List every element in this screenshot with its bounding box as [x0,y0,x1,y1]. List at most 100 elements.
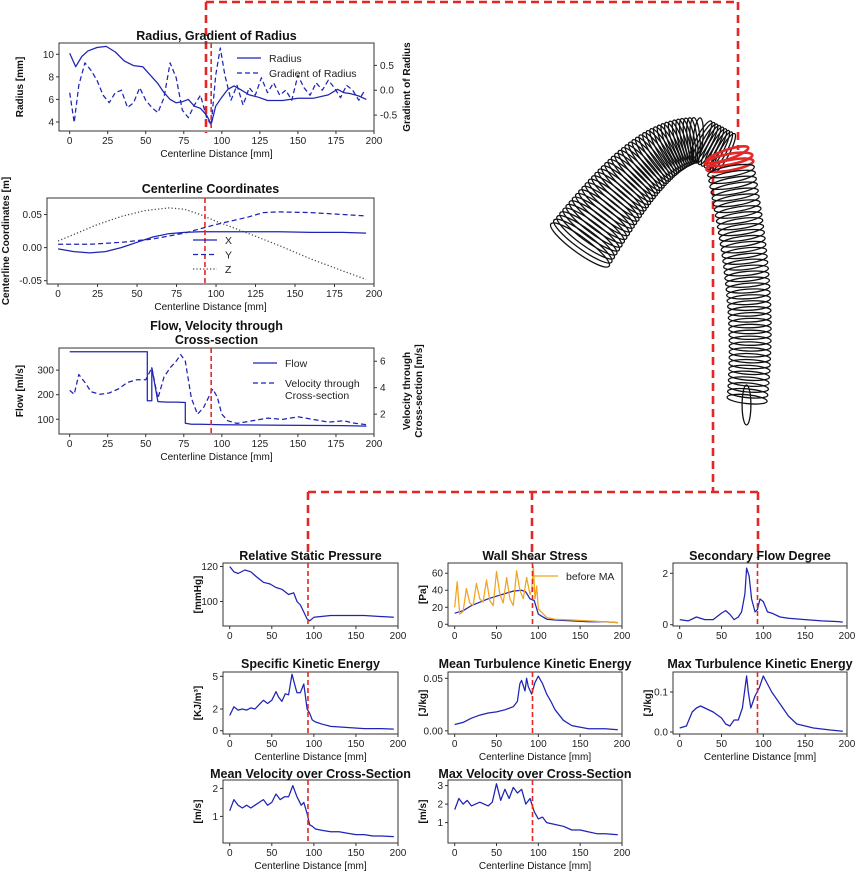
vessel-ring [594,171,645,215]
vessel-ring [552,218,613,264]
x-axis-label: Centerline Distance [mm] [479,861,591,871]
x-tick-label: 100 [530,848,547,859]
vessel-ring [627,141,667,187]
series-line [69,45,367,125]
series-line [69,47,366,126]
x-tick-label: 50 [131,289,143,300]
x-tick-label: 150 [348,631,365,642]
vessel-ring [549,222,611,268]
x-tick-label: 200 [366,289,383,300]
x-tick-label: 75 [171,289,183,300]
vessel-ring [597,168,647,212]
vessel-ring [610,155,656,200]
vessel-ring [624,144,665,189]
vessel-ring [718,228,766,242]
y-axis-label: [mmHg] [193,576,204,614]
x-tick-label: 0 [67,439,73,450]
y-tick-label: 40 [432,586,444,597]
y-tick-label: 2 [437,800,443,811]
plot-frame [447,779,623,844]
series-line [454,589,618,624]
series-line [454,565,618,624]
plot-frame [46,197,375,285]
x-tick-label: 50 [716,739,728,750]
x-axis-label: Centerline Distance [mm] [154,302,266,313]
vessel-ring [724,276,771,288]
x-tick-label: 200 [614,848,631,859]
y-tick-label: 8 [48,72,54,83]
x-tick-label: 50 [266,739,278,750]
y-axis-label: Centerline Coordinates [m] [1,177,12,305]
vessel-ring [712,193,760,208]
x-axis-label: Centerline Distance [mm] [704,752,816,763]
x-tick-label: 125 [252,136,269,147]
vessel-ring [728,335,772,346]
vessel-ring [587,178,640,222]
series-line [679,567,843,623]
vessel-ring [578,189,633,233]
vessel-ring [565,203,623,248]
vessel-ring [722,258,769,271]
x-tick-label: 150 [348,848,365,859]
vessel-ring [707,163,755,179]
vessel-ring [568,200,626,244]
vessel-ring [642,132,676,178]
x-tick-label: 100 [213,136,230,147]
y-tick-label: 1 [437,818,443,829]
vessel-ring [620,146,663,192]
x-axis-label: Centerline Distance [mm] [254,861,366,871]
vessel-ring [726,393,768,405]
x-tick-label: 50 [491,631,503,642]
y-tick-label: 0 [662,620,668,631]
y-tick-label: -0.05 [19,276,42,287]
x-tick-label: 150 [290,439,307,450]
x-tick-label: 200 [614,631,631,642]
x-tick-label: 25 [92,289,104,300]
vessel-ring [741,384,752,426]
y-tick-label: 2 [662,569,668,580]
y-axis-label: [m/s] [193,800,204,824]
x-tick-label: 0 [55,289,61,300]
y-axis-label: [m/s] [418,800,429,824]
y-tick-label: 3 [437,781,443,792]
y-tick-label: 0.0 [654,728,668,739]
series-line [57,207,367,280]
series-line [454,675,618,731]
x-tick-label: 150 [572,739,589,750]
vessel-ring [678,117,695,166]
vessel-ring [726,294,772,306]
chart-title: Flow, Velocity through [150,319,283,333]
y-tick-label: 5 [212,672,218,683]
vessel-ring [728,358,771,370]
y-axis-label: [Pa] [418,585,429,604]
series-line [679,675,843,732]
series-line [229,673,394,730]
y2-tick-label: 0.0 [380,86,394,97]
y-tick-label: 0.05 [23,210,43,221]
vessel-ring [727,382,770,393]
x-tick-label: 0 [452,631,458,642]
marker-ring [703,151,754,168]
x-tick-label: 125 [247,289,264,300]
y-axis-label: Radius [mm] [15,57,26,118]
vessel-ring [631,139,670,185]
legend-label: Velocity through [285,378,360,390]
x-tick-label: 0 [452,739,458,750]
vessel-ring [660,123,685,171]
vessel-ring [634,136,672,183]
chart-title: Radius, Gradient of Radius [136,29,296,43]
x-tick-label: 0 [227,631,233,642]
x-tick-label: 100 [306,739,323,750]
x-tick-label: 50 [491,739,503,750]
legend-label: Radius [269,53,302,65]
vessel-ring [728,352,772,364]
y-tick-label: 6 [48,95,54,106]
vessel-ring [638,134,674,180]
chart-title: Wall Shear Stress [482,549,587,563]
x-tick-label: 50 [491,848,503,859]
y-axis-label: [J/kg] [643,690,654,717]
y-tick-label: 2 [212,704,218,715]
chart-title: Centerline Coordinates [142,182,280,196]
